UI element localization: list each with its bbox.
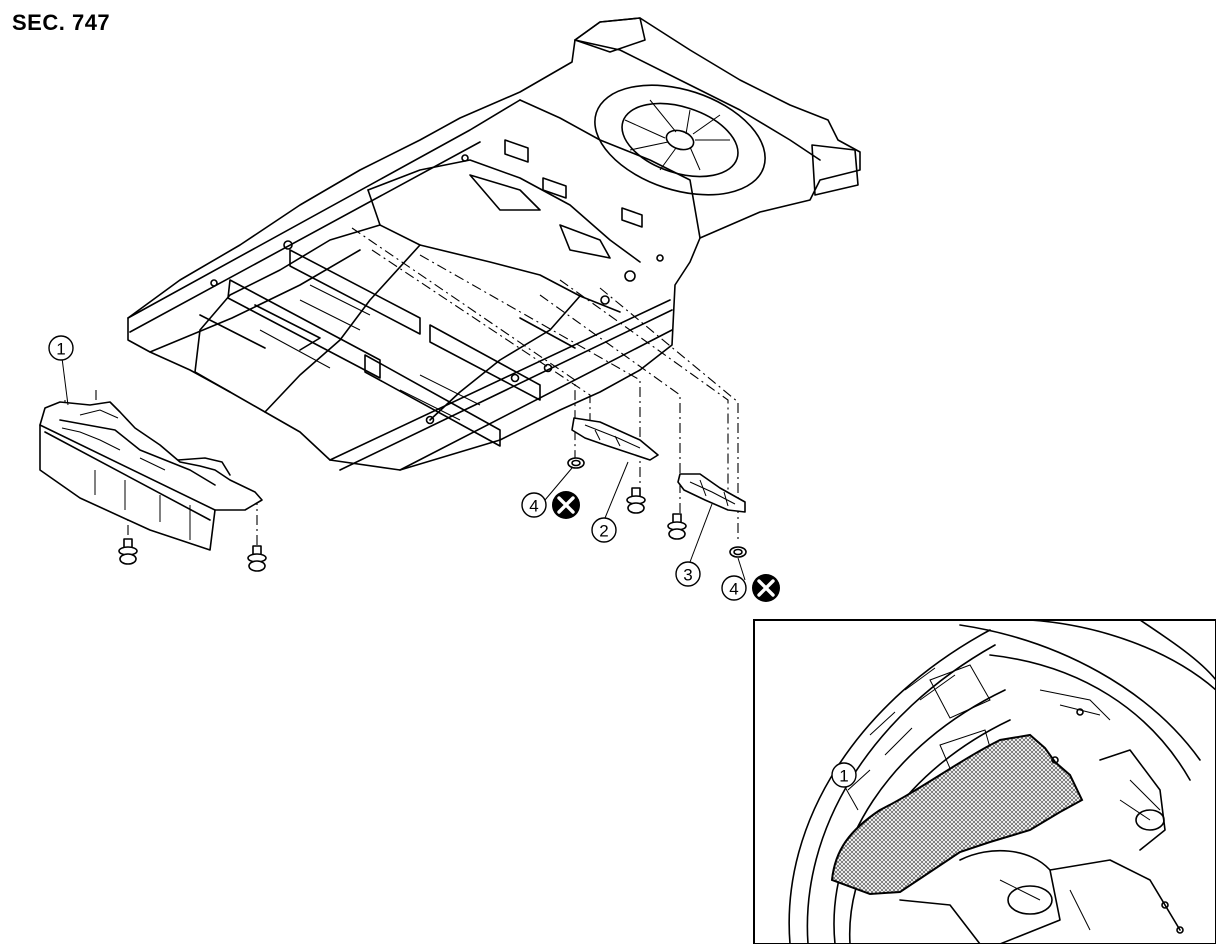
callout-4-right: 4	[721, 574, 780, 602]
callout-4-left: 4	[521, 491, 580, 519]
callout-4-left-label: 4	[529, 497, 538, 516]
inset-view: 1	[753, 619, 1216, 944]
clip-icon	[567, 457, 585, 469]
callout-2-label: 2	[599, 522, 608, 541]
under-cover-highlight	[830, 733, 1084, 896]
circled-x-icon	[552, 491, 580, 519]
fasteners	[118, 457, 747, 572]
callout-1-label: 1	[56, 340, 65, 359]
inset-callout-1-label: 1	[839, 767, 848, 786]
bolt-icon	[667, 513, 687, 540]
bracket-part-3	[677, 473, 746, 513]
bolt-icon	[247, 545, 267, 572]
leader-lines	[61, 357, 746, 581]
circled-x-icon	[752, 574, 780, 602]
floor-panel	[127, 17, 861, 471]
floor-holes	[210, 154, 664, 425]
inset-callout-1: 1	[831, 762, 857, 788]
bolt-icon	[626, 487, 646, 514]
callout-1: 1	[48, 335, 74, 361]
callout-3: 3	[675, 561, 701, 587]
under-cover-part-1	[39, 401, 263, 551]
bracket-part-2	[571, 417, 659, 461]
callout-4-right-label: 4	[729, 580, 738, 599]
callout-3-label: 3	[683, 566, 692, 585]
callout-2: 2	[591, 517, 617, 543]
clip-icon	[729, 546, 747, 558]
section-label: SEC. 747	[12, 10, 111, 35]
bolt-icon	[118, 538, 138, 565]
